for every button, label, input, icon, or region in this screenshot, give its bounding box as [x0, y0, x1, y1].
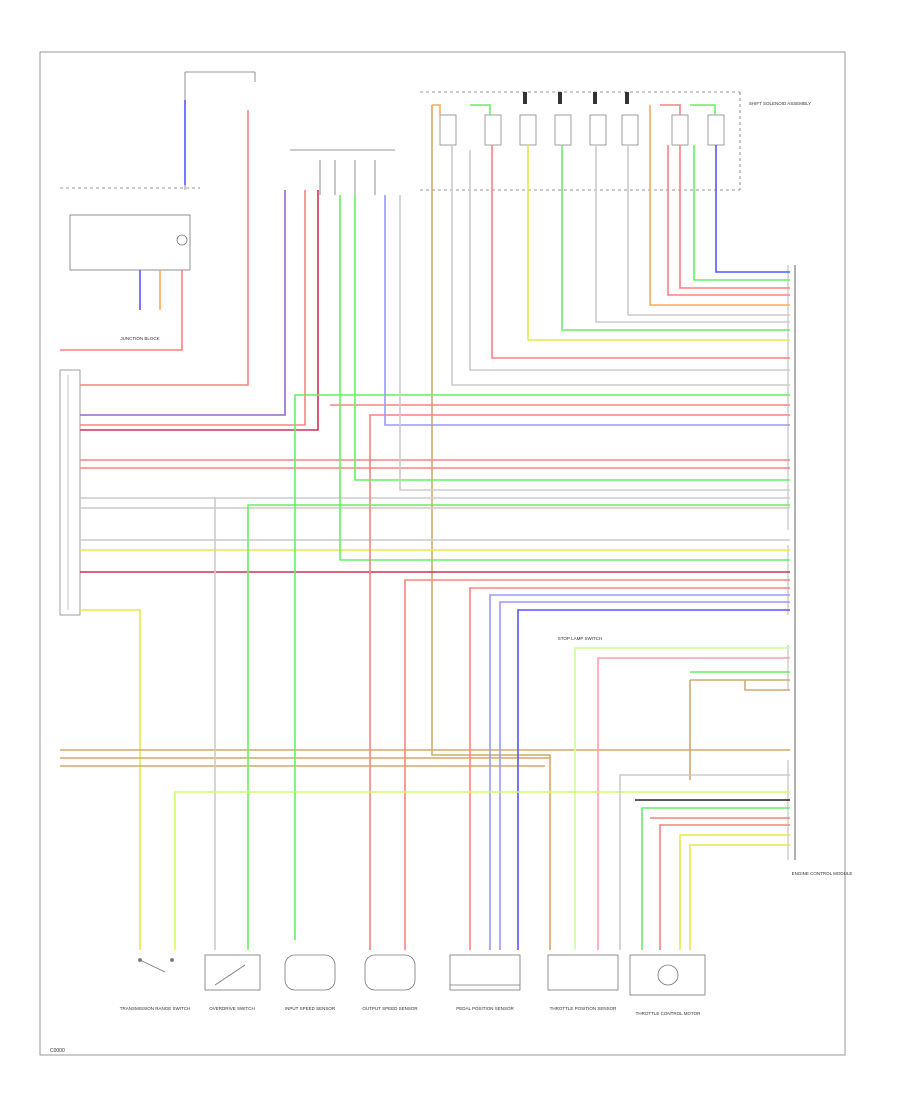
ground-symbols — [523, 92, 629, 104]
throttle-position-sensor-label: THROTTLE POSITION SENSOR — [550, 1006, 618, 1011]
throttle-actuator-label: THROTTLE CONTROL MOTOR — [636, 1011, 702, 1016]
pedal-position-sensor-label: PEDAL POSITION SENSOR — [456, 1006, 514, 1011]
left-connector-block — [59, 369, 81, 616]
diagram-code: C0000 — [50, 1048, 65, 1054]
overdrive-switch-label: OVERDRIVE SWITCH — [209, 1006, 255, 1011]
solenoid-connectors — [439, 114, 725, 146]
input-speed-sensor-label: INPUT SPEED SENSOR — [285, 1006, 336, 1011]
bottom-components — [138, 954, 706, 996]
top-wires — [431, 104, 790, 950]
stop-lamp-switch-label: STOP LAMP SWITCH — [558, 636, 603, 641]
junction-block-label: JUNCTION BLOCK — [120, 336, 159, 341]
ecm-input-wires — [174, 195, 790, 950]
fuse-relay-area — [60, 71, 741, 271]
left-wires — [60, 100, 790, 950]
output-speed-sensor-label: OUTPUT SPEED SENSOR — [362, 1006, 418, 1011]
diagram-border — [39, 51, 846, 1056]
ecm-label: ENGINE CONTROL MODULE — [792, 871, 853, 876]
ecm-connector-block — [787, 265, 796, 860]
transmission-range-switch-label: TRANSMISSION RANGE SWITCH — [120, 1006, 191, 1011]
solenoid-assembly-label: SHIFT SOLENOID ASSEMBLY — [749, 101, 811, 106]
